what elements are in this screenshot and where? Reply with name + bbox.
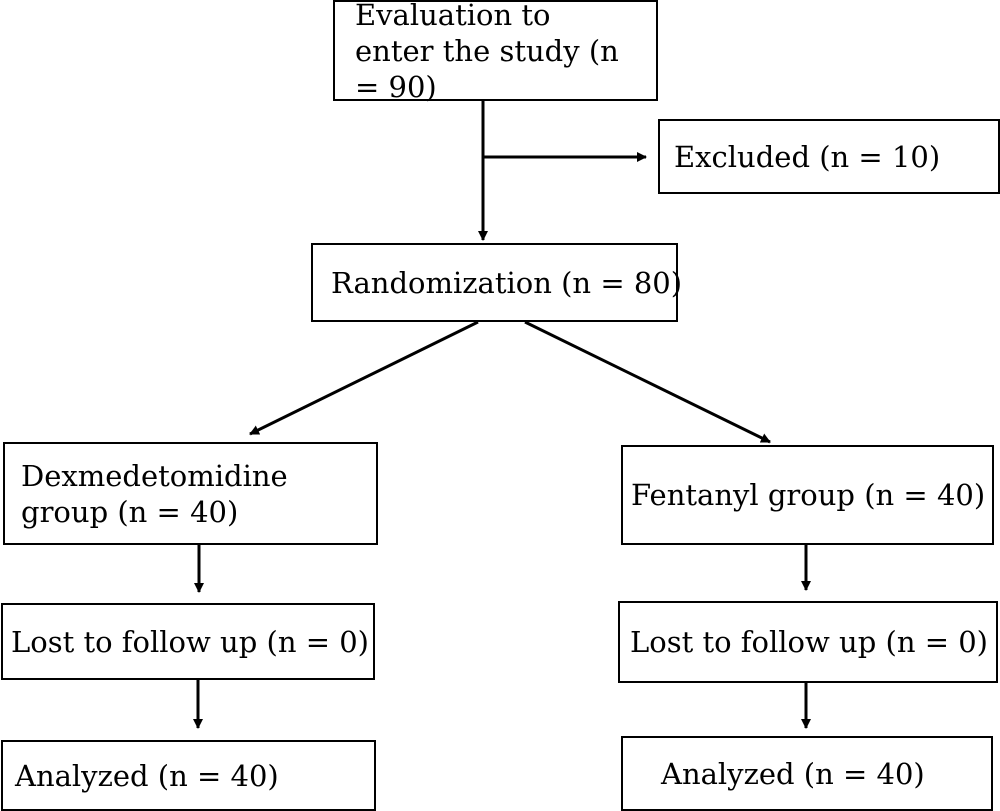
dex-lost-box: Lost to follow up (n = 0) bbox=[1, 603, 375, 680]
excluded-box: Excluded (n = 10) bbox=[658, 119, 1000, 194]
fentanyl-lost-label: Lost to follow up (n = 0) bbox=[630, 625, 988, 659]
randomization-box: Randomization (n = 80) bbox=[311, 243, 682, 322]
randomization-label: Randomization (n = 80) bbox=[331, 265, 683, 300]
fentanyl-analyzed-box: Analyzed (n = 40) bbox=[621, 736, 993, 811]
fentanyl-lost-box: Lost to follow up (n = 0) bbox=[618, 601, 998, 683]
evaluation-label: Evaluation to enter the study (n = 90) bbox=[355, 0, 619, 104]
arrow-randomization-to-fentanyl bbox=[524, 320, 771, 444]
dex-lost-label: Lost to follow up (n = 0) bbox=[11, 624, 369, 659]
fentanyl-group-box: Fentanyl group (n = 40) bbox=[621, 445, 994, 545]
fentanyl-group-label: Fentanyl group (n = 40) bbox=[631, 478, 986, 512]
evaluation-box: Evaluation to enter the study (n = 90) bbox=[333, 0, 658, 104]
arrow-randomization-to-dex bbox=[249, 320, 479, 436]
fentanyl-analyzed-label: Analyzed (n = 40) bbox=[661, 756, 925, 791]
excluded-label: Excluded (n = 10) bbox=[674, 139, 941, 174]
dex-group-label: Dexmedetomidine group (n = 40) bbox=[21, 458, 288, 529]
dex-analyzed-label: Analyzed (n = 40) bbox=[15, 758, 279, 793]
dex-group-box: Dexmedetomidine group (n = 40) bbox=[3, 442, 378, 545]
dex-analyzed-box: Analyzed (n = 40) bbox=[1, 740, 376, 811]
